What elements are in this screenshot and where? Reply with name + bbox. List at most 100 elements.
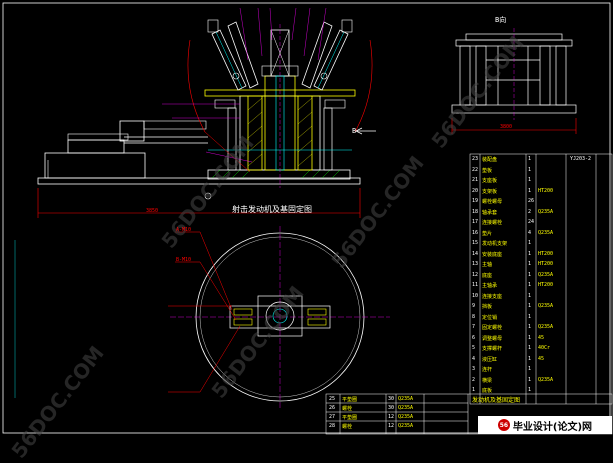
parts-list-qty: 2 [528,208,532,215]
parts-list-mat: Q235A [538,271,554,278]
b-view-label: B向 [495,16,507,24]
parts-list-no: 8 [472,313,476,320]
parts-list-no: 7 [472,324,476,330]
parts-list-mat: 40Cr [538,345,551,351]
parts-list-mat: Q235A [538,324,554,330]
parts-list-qty: 1 [528,387,532,393]
bottom-list-no: 26 [329,405,336,411]
parts-list-no: 6 [472,334,476,341]
bottom-list-qty: 30 [388,405,395,411]
parts-list-name: 定位销 [482,314,498,321]
parts-list-name: 连接支座 [482,293,503,300]
parts-list-qty: 26 [528,198,535,204]
parts-list-qty: 1 [528,303,532,309]
parts-list-no: 20 [472,187,479,194]
parts-list-name: 连杆 [482,367,493,373]
parts-list-qty: 1 [528,324,532,330]
drawing-frame [2,2,611,434]
parts-list-no: 11 [472,282,479,288]
parts-list-qty: 1 [528,345,532,351]
bottom-table-grid [325,393,613,435]
parts-list-name: 垫板 [482,167,493,174]
parts-list-name: 固定螺栓 [482,325,503,331]
bottom-list-qty: 12 [388,414,395,420]
parts-list-no: 12 [472,271,479,278]
parts-list-no: 2 [472,376,476,383]
parts-list-qty: 1 [528,355,532,362]
parts-list-no: 10 [472,292,479,299]
parts-list-no: 19 [472,198,479,204]
parts-list-no: 21 [472,177,479,183]
parts-list-qty: 1 [528,156,532,162]
parts-list-no: 13 [472,261,479,267]
parts-list-name: 支架板 [482,188,498,195]
bottom-list-name: 螺栓 [342,406,353,412]
parts-list-mat: HT200 [538,282,554,288]
parts-list-qty: 1 [528,376,532,383]
parts-list-qty: 1 [528,292,532,299]
drawing-title: 射击发动机及基固定图 [232,205,312,214]
parts-list-name: 挡板 [482,304,493,310]
parts-list-std: YJ203-2 [570,156,592,162]
parts-list-row: 6 调整螺母 1 45 [470,333,612,344]
parts-list-mat: HT200 [538,261,554,267]
bottom-list-qty: 30 [388,396,395,402]
bottom-list-mat: Q235A [398,414,414,420]
bottom-list-qty: 12 [388,423,395,429]
parts-list-name: 支座板 [482,178,498,184]
parts-list-qty: 1 [528,261,532,267]
parts-list-qty: 1 [528,334,532,341]
parts-list-no: 17 [472,219,479,225]
parts-list-name: 支撑螺杆 [482,346,503,352]
parts-list-mat: Q235A [538,208,554,215]
bottom-list-mat: Q235A [398,396,414,402]
parts-list-qty: 24 [528,219,535,225]
parts-list-name: 垫片 [482,230,493,237]
parts-list-mat: 45 [538,355,545,362]
bottom-list-name: 平垫圈 [342,415,358,421]
b-view [451,28,577,120]
elevation-view [37,7,376,218]
parts-list-no: 23 [472,156,479,162]
parts-list-name: 主轴承 [482,283,498,289]
parts-list-mat: 45 [538,334,545,341]
bottom-list-no: 28 [329,423,336,429]
dimension-label-a: A-M10 [176,227,192,233]
parts-list-qty: 1 [528,177,532,183]
title-block-name: 发动机及基固定图 [472,397,521,404]
site-footer-badge[interactable]: 56 毕业设计(论文)网 [478,416,612,434]
parts-list-no: 4 [472,355,476,362]
plan-view [14,226,390,410]
foot-marker [204,192,212,200]
parts-list-name: 螺栓螺母 [482,199,503,205]
parts-list-name: 底板 [482,388,493,394]
bottom-list-mat: Q235A [398,405,414,411]
parts-list-qty: 1 [528,187,532,194]
parts-list-qty: 1 [528,240,532,246]
bottom-list-no: 27 [329,414,336,420]
parts-list-qty: 1 [528,366,532,372]
parts-list-qty: 1 [528,282,532,288]
dimension-b-view: 3800 [500,124,513,130]
parts-list-name: 底座 [482,272,493,279]
parts-list-name: 横梁 [482,377,493,384]
parts-list-name: 调整螺母 [482,335,503,342]
